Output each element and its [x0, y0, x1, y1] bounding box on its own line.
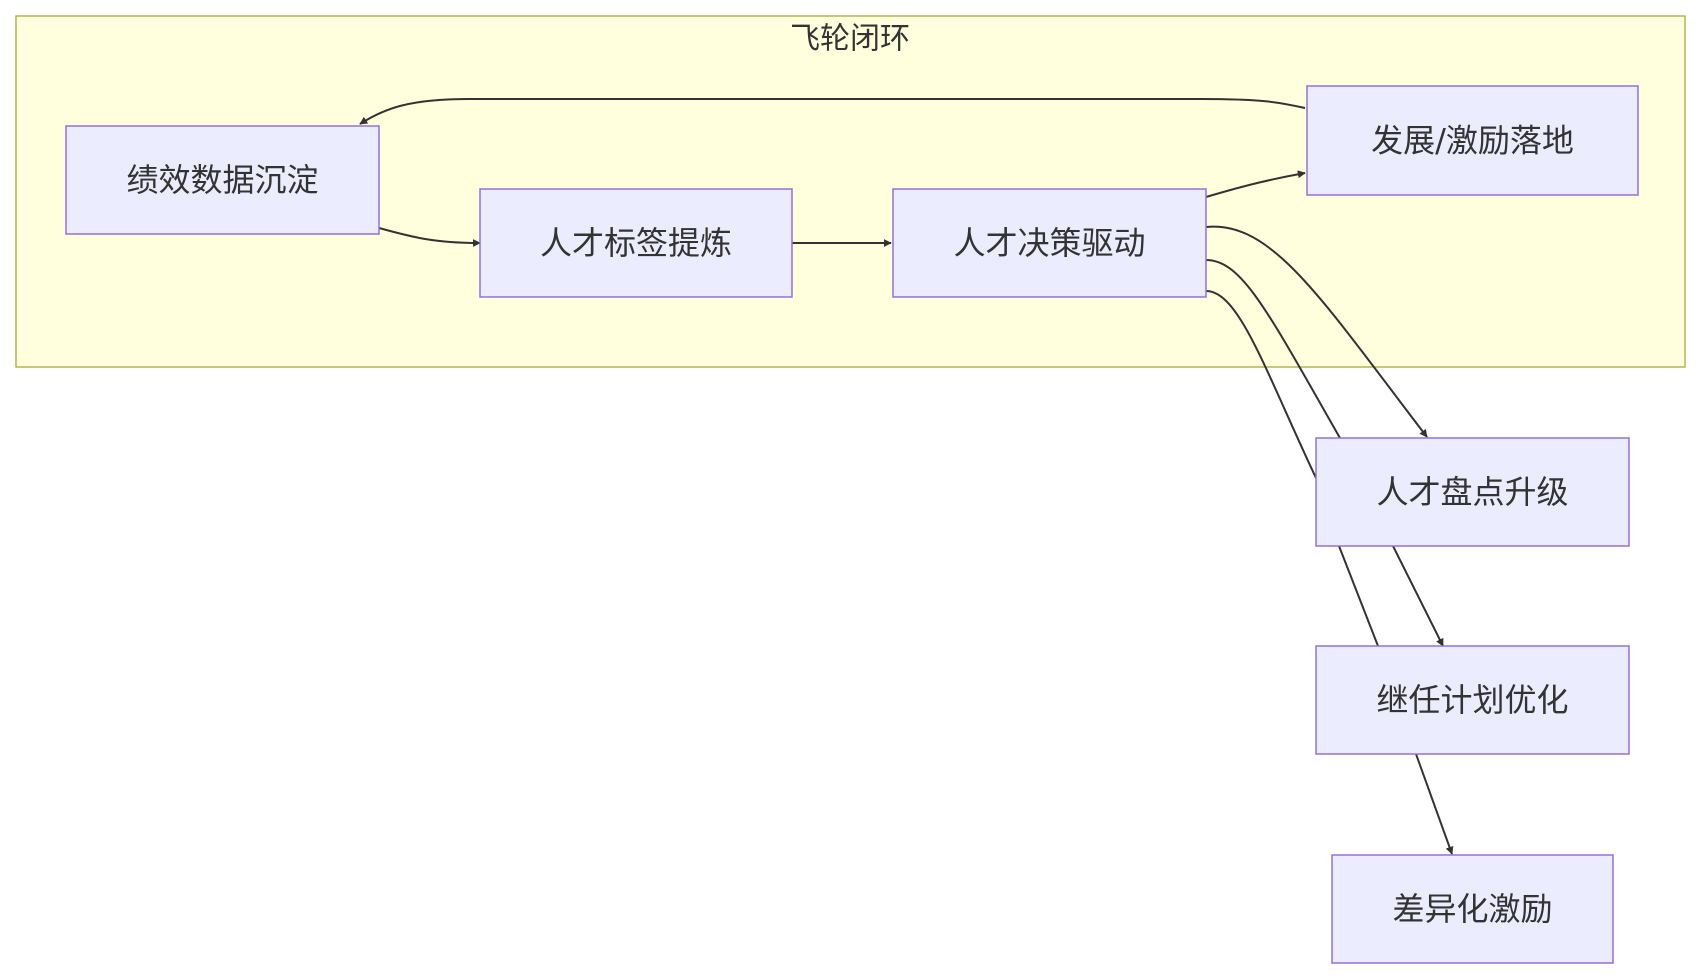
node-label: 人才盘点升级 [1376, 473, 1568, 511]
edges [359, 98, 1452, 854]
edge-n3-n5 [1205, 225, 1428, 438]
edge-n4-n1 [359, 98, 1306, 125]
node-box [1315, 645, 1630, 755]
node-label: 差异化激励 [1392, 890, 1552, 928]
node-label: 人才决策驱动 [953, 224, 1145, 262]
node-label: 发展/激励落地 [1371, 122, 1574, 160]
edge-n1-n2 [378, 227, 481, 247]
node-box [892, 188, 1207, 298]
node-talent-review-upgrade[interactable]: 人才盘点升级 [1315, 437, 1630, 547]
node-label: 人才标签提炼 [540, 224, 732, 262]
edge-n3-n4 [1205, 170, 1306, 198]
node-development-incentive[interactable]: 发展/激励落地 [1306, 85, 1639, 196]
node-performance-data[interactable]: 绩效数据沉淀 [65, 125, 380, 235]
node-succession-plan[interactable]: 继任计划优化 [1315, 645, 1630, 755]
edge-n3-n7 [1205, 290, 1452, 854]
node-talent-tags[interactable]: 人才标签提炼 [479, 188, 793, 298]
cluster-title: 飞轮闭环 [790, 22, 910, 57]
node-box [479, 188, 793, 298]
node-differentiated-incentive[interactable]: 差异化激励 [1331, 854, 1614, 964]
node-label: 绩效数据沉淀 [126, 161, 318, 199]
node-box [1306, 85, 1639, 196]
node-talent-decision[interactable]: 人才决策驱动 [892, 188, 1207, 298]
node-box [1315, 437, 1630, 547]
node-box [1331, 854, 1614, 964]
node-box [65, 125, 380, 235]
node-label: 继任计划优化 [1376, 681, 1568, 719]
edge-n3-n6 [1205, 259, 1443, 646]
